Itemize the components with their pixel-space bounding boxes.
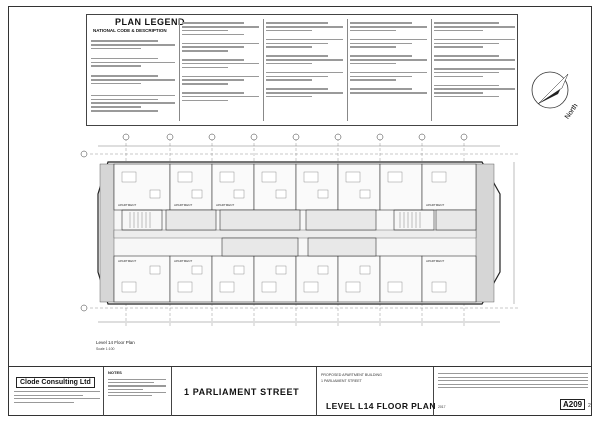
drawing-number: A209	[560, 399, 586, 410]
plan-legend: PLAN LEGEND NATIONAL CODE & DESCRIPTION	[86, 14, 518, 126]
legend-column-2	[179, 19, 261, 121]
legend-column-1	[89, 37, 177, 121]
floor-plan-drawing: Level 14 Floor Plan Scale 1:100 APARTMEN…	[80, 133, 520, 351]
upper-apartments	[113, 163, 477, 211]
legend-title: PLAN LEGEND	[115, 17, 186, 27]
company-details	[14, 389, 100, 405]
room-label: APARTMENT	[426, 203, 444, 207]
project-line-1: PROPOSED APARTMENT BUILDING	[321, 373, 382, 377]
revision-cell: 2017	[434, 367, 592, 416]
company-name: Clode Consulting Ltd	[16, 377, 95, 388]
drawing-sheet	[8, 6, 592, 416]
room-label: APARTMENT	[174, 203, 192, 207]
north-label: North	[564, 103, 580, 120]
corridor	[113, 229, 477, 239]
drawing-year: 2017	[438, 405, 446, 409]
lower-apartments	[113, 255, 477, 303]
legend-column-3	[263, 19, 345, 121]
plan-caption-scale: Scale 1:100	[96, 347, 115, 351]
balcony-west	[99, 163, 115, 303]
north-arrow-icon: North	[531, 71, 580, 120]
notes-cell: NOTES	[104, 367, 172, 416]
grid-bubbles	[80, 133, 468, 312]
furniture	[121, 171, 447, 293]
revision-number: 2	[588, 403, 591, 409]
stairs	[129, 212, 421, 228]
balcony-east	[475, 163, 495, 303]
company-cell: Clode Consulting Ltd	[8, 367, 104, 416]
room-label: APARTMENT	[118, 259, 136, 263]
room-label: APARTMENT	[216, 203, 234, 207]
legend-column-4	[347, 19, 429, 121]
legend-subtitle: NATIONAL CODE & DESCRIPTION	[93, 28, 167, 33]
legend-column-5	[431, 19, 517, 121]
drawing-title: LEVEL L14 FLOOR PLAN	[326, 401, 436, 411]
room-label: APARTMENT	[174, 259, 192, 263]
room-label: APARTMENT	[426, 259, 444, 263]
project-line-2: 1 PARLIAMENT STREET	[321, 379, 362, 383]
notes-label: NOTES	[108, 370, 122, 375]
project-cell: PROPOSED APARTMENT BUILDING 1 PARLIAMENT…	[316, 367, 434, 416]
project-street: 1 PARLIAMENT STREET	[184, 387, 300, 397]
plan-caption: Level 14 Floor Plan	[96, 340, 135, 345]
central-core	[219, 209, 377, 257]
dimension-lines	[98, 145, 515, 323]
title-block: Clode Consulting Ltd NOTES 1 PARLIAMENT …	[8, 366, 592, 416]
room-label: APARTMENT	[118, 203, 136, 207]
